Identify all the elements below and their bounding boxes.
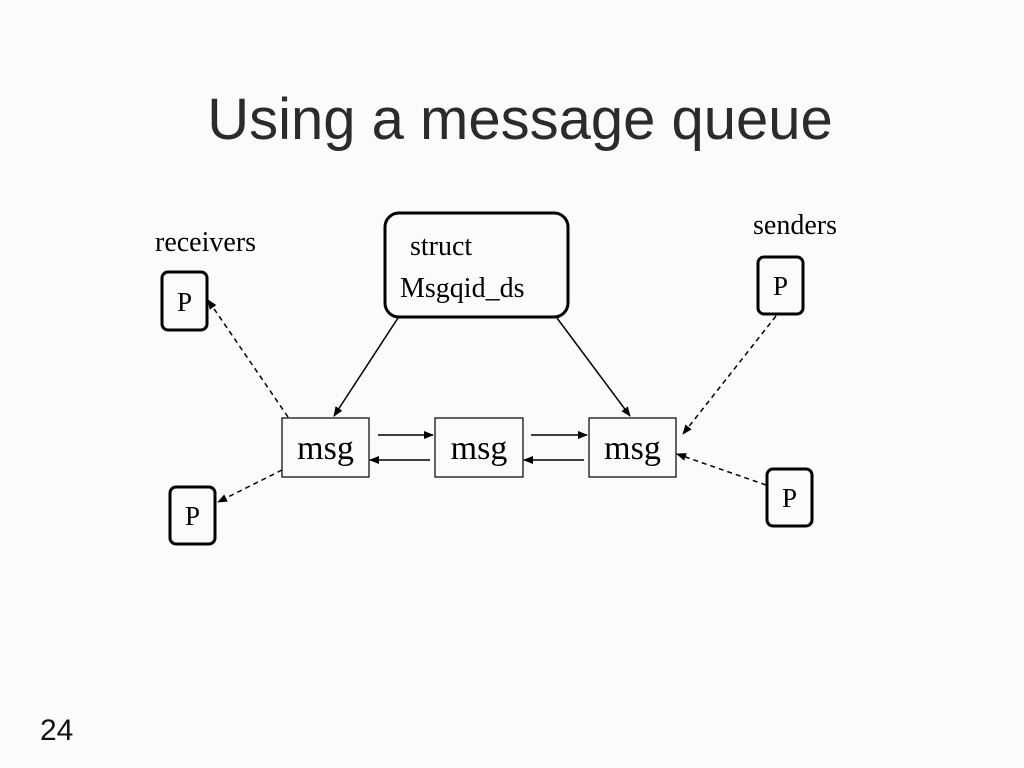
receive-arrow [217,469,283,503]
receive-arrow [207,299,289,418]
page-number: 24 [40,714,74,747]
send-arrow [676,453,767,486]
sender-process-2: P [765,467,814,528]
send-arrow [682,315,777,435]
senders-label: senders [753,210,837,241]
message-node-1: msg [281,417,370,478]
process-label: P [773,271,788,301]
process-label: P [782,483,797,513]
receiver-process-2: P [168,485,217,546]
receiver-process-1: P [160,270,209,332]
sender-process-1: P [756,255,805,316]
msgqid-ds-struct-box: struct Msgqid_ds [383,211,570,319]
slide-title: Using a message queue [207,87,833,152]
message-node-2: msg [434,417,524,478]
struct-to-last-message-arrow [556,317,631,417]
message-label: msg [451,430,508,467]
message-node-3: msg [588,417,677,478]
struct-name-label: Msgqid_ds [400,273,524,304]
struct-to-first-message-arrow [333,317,399,417]
message-label: msg [297,430,354,467]
receivers-label: receivers [155,227,256,258]
process-label: P [185,501,200,531]
struct-label: struct [410,231,472,262]
process-label: P [177,287,192,317]
message-label: msg [604,430,661,467]
